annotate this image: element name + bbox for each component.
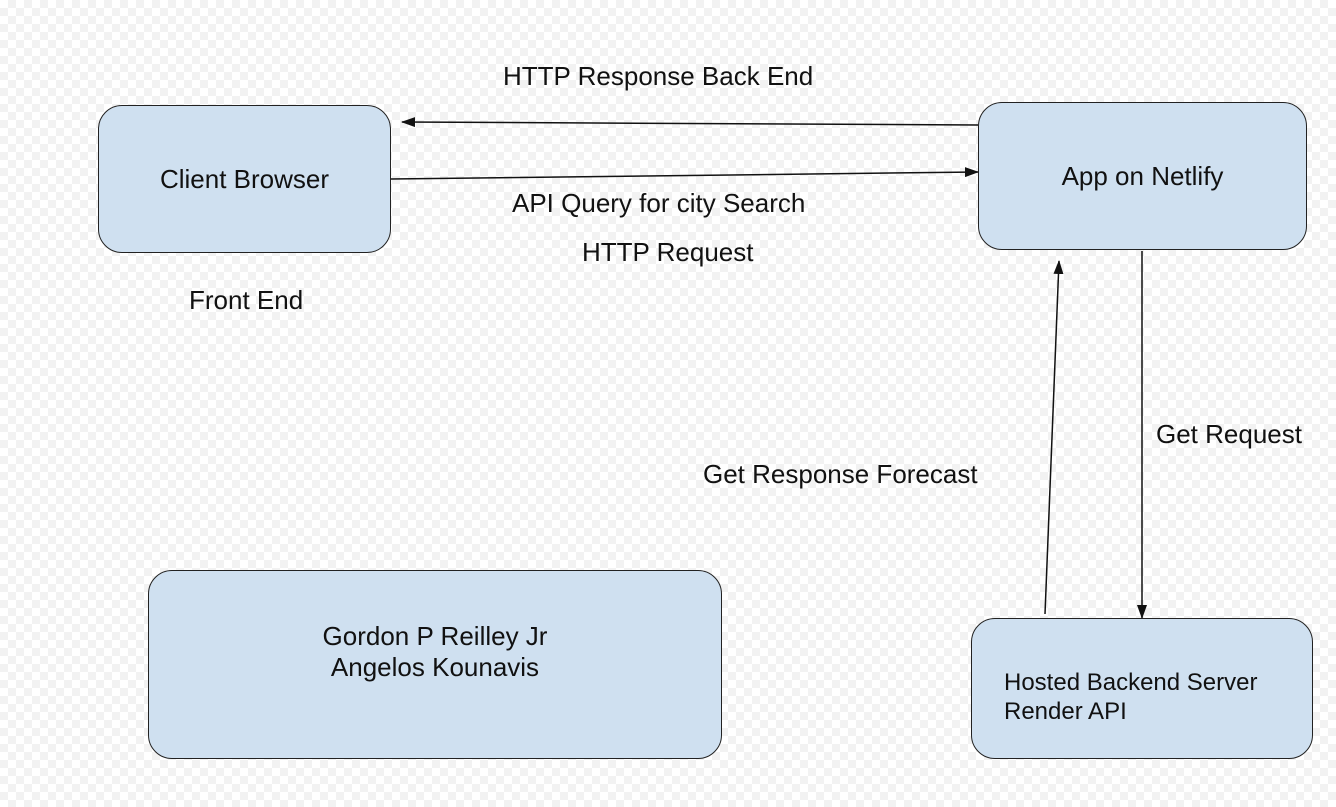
http-request-label: HTTP Request (582, 237, 754, 267)
api-query-label: API Query for city Search (512, 188, 806, 218)
author-name: Gordon P Reilley Jr (322, 620, 548, 651)
app-netlify-node[interactable]: App on Netlify (978, 102, 1307, 250)
client-browser-label: Client Browser (159, 163, 330, 194)
front-end-label: Front End (189, 285, 304, 315)
backend-server-label: Hosted Backend Server (1004, 668, 1258, 696)
render-api-label: Render API (1004, 697, 1127, 725)
http-response-label: HTTP Response Back End (503, 61, 814, 91)
authors-node[interactable]: Gordon P Reilley Jr Angelos Kounavis (148, 570, 722, 759)
backend-server-node[interactable]: Hosted Backend Server Render API (971, 618, 1313, 759)
get-request-label: Get Request (1156, 419, 1302, 449)
arrow-api-query (390, 167, 979, 180)
get-response-label: Get Response Forecast (703, 459, 978, 489)
app-netlify-label: App on Netlify (1061, 160, 1224, 191)
arrow-http-response (401, 117, 979, 128)
author-name: Angelos Kounavis (330, 651, 540, 682)
arrow-get-response (1044, 260, 1064, 615)
client-browser-node[interactable]: Client Browser (98, 105, 391, 253)
